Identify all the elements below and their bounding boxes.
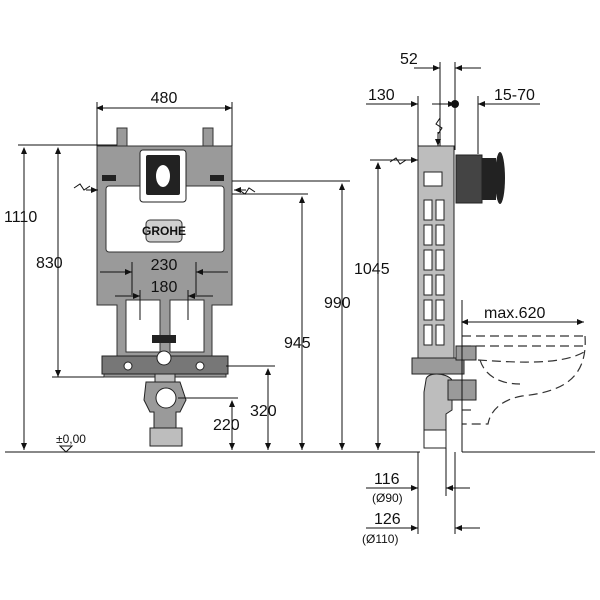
floor-level-label: ±0,00 [56,432,86,446]
dim-1110: 1110 [4,209,37,226]
dim-max-620: max.620 [484,305,545,322]
dia-110: (Ø110) [362,532,398,546]
front-frame: GROHE [96,127,233,378]
water-inlet-icon-right [238,187,256,195]
side-frame [411,145,505,375]
dim-480: 480 [151,90,178,107]
water-inlet-icon-left [73,183,91,191]
brand-label: GROHE [142,224,186,238]
dim-990: 990 [324,295,351,312]
dim-130: 130 [368,87,395,104]
dia-90: (Ø90) [372,491,403,505]
axis-marker [451,100,459,108]
dim-220: 220 [213,417,240,434]
dim-320: 320 [250,403,277,420]
dim-945: 945 [284,335,311,352]
dim-180: 180 [151,279,178,296]
dim-1045: 1045 [354,261,390,278]
dim-52: 52 [400,51,418,68]
dim-126: 126 [374,511,401,528]
dim-830: 830 [36,255,63,272]
floor-level-icon [58,445,74,453]
front-drain-pipe [143,373,187,447]
water-inlet-icon-top [435,117,443,135]
dim-230: 230 [151,257,178,274]
side-drain-pipe [423,373,477,449]
brand-plate [145,219,183,243]
water-inlet-icon-side [389,157,407,165]
dim-15-70: 15-70 [494,87,535,104]
dim-116: 116 [374,471,400,488]
toilet-outline [462,335,586,425]
